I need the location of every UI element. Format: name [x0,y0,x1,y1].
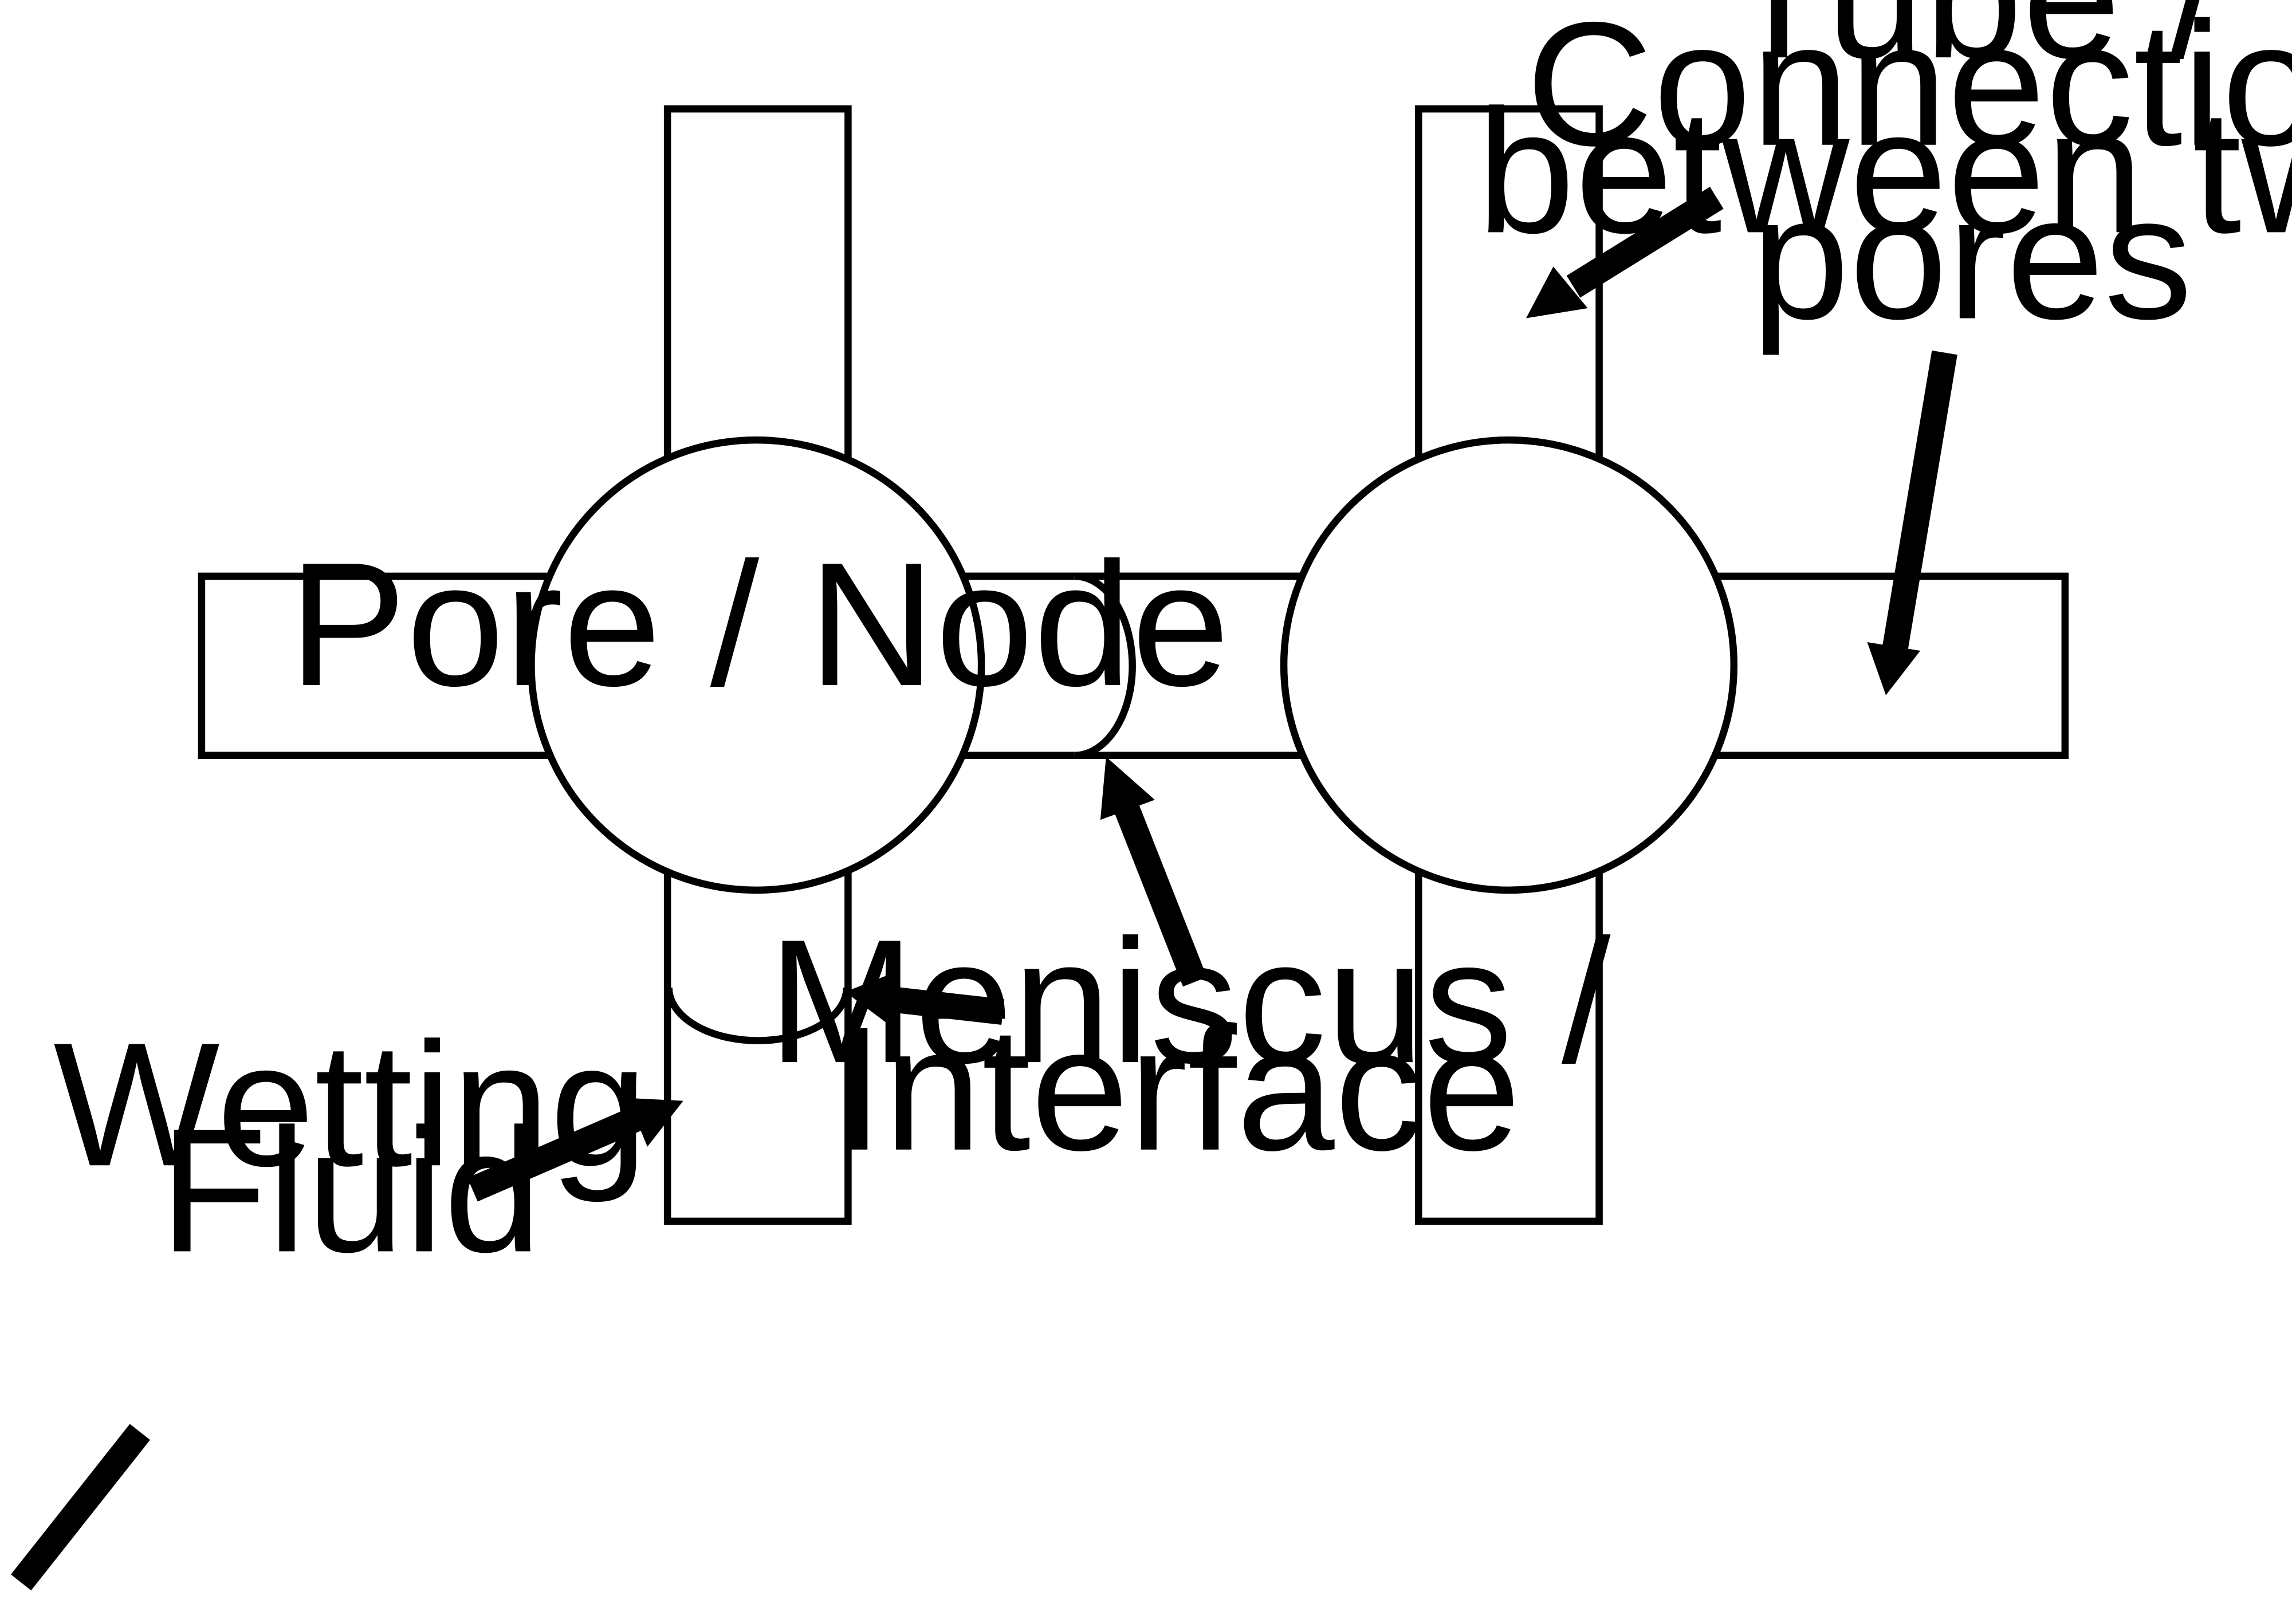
label-tube-line-2: Connection [1526,0,2292,183]
pore-node-left [528,436,985,894]
label-meniscus-line-1: Meniscus / [768,903,1611,1100]
label-wetting-fluid: Wetting Fluid [53,1006,648,1289]
label-tube-line-3: between two [1477,73,2292,270]
arrow-tube-vertical [1526,187,1724,318]
arrow-meniscus-horizontal [1100,757,1207,987]
label-tube-line-1: Tube / [1725,0,2219,95]
label-tube: Tube / Connection between two pores [1477,0,2292,357]
arrow-tube-horizontal [1867,350,1957,695]
meniscus-horizontal [1074,572,1136,759]
diagram-content: Pore / Node Tube / Connection between tw… [10,0,2292,1591]
arrow-meniscus-vertical [845,970,1005,1027]
label-meniscus-line-2: Interface [835,990,1521,1187]
stray-line [10,1424,150,1591]
label-wetting-line-1: Wetting [53,1006,648,1204]
label-wetting-line-2: Fluid [160,1092,542,1289]
arrow-wetting-fluid [467,1098,683,1202]
label-pore-node: Pore / Node [289,526,1229,723]
pore-node-right [1280,436,1738,894]
meniscus-vertical [665,987,851,1044]
label-tube-line-4: pores [1751,159,2192,356]
label-meniscus: Meniscus / Interface [768,903,1611,1187]
